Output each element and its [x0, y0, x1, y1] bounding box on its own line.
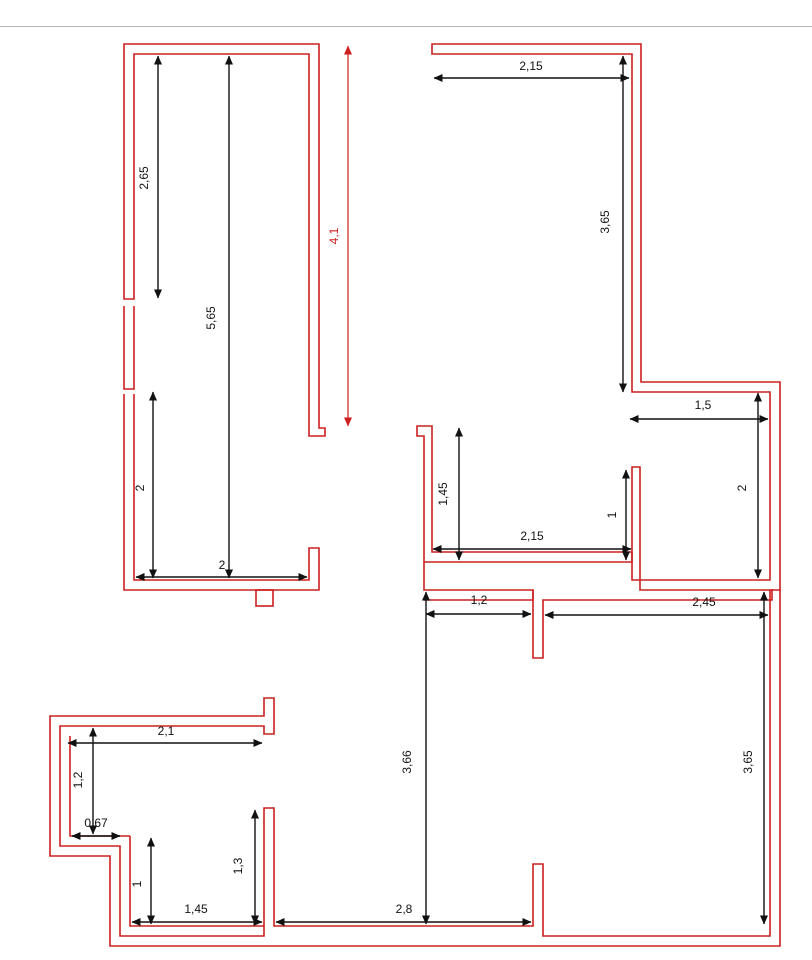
dim-label-1-45-bottom: 1,45 — [184, 902, 208, 916]
room-top-right-walls — [416, 43, 781, 591]
dim-label-5-65: 5,65 — [204, 306, 218, 330]
dim-label-1-45-mid: 1,45 — [436, 482, 450, 506]
dim-label-2-right: 2 — [735, 484, 749, 491]
dim-label-1-mid: 1 — [605, 511, 619, 518]
dim-label-1-5: 1,5 — [695, 398, 712, 412]
dim-label-2-left: 2 — [133, 484, 147, 491]
top-toolbar-strip — [0, 0, 812, 27]
dim-label-0-67: 0,67 — [84, 816, 108, 830]
dim-label-1-left: 1 — [130, 880, 144, 887]
dim-label-1-2: 1,2 — [471, 593, 488, 607]
dim-label-1-2-left: 1,2 — [71, 771, 85, 788]
dim-label-3-65-right: 3,65 — [741, 750, 755, 774]
dim-label-2-45: 2,45 — [692, 595, 716, 609]
dimension-labels: 2,65 5,65 4,1 2 2 2,15 3,65 1,5 2 1,45 2… — [71, 59, 755, 916]
room-bottom-walls — [49, 562, 781, 947]
dim-label-2-15-top: 2,15 — [519, 59, 543, 73]
dim-label-4-1: 4,1 — [327, 227, 341, 244]
dim-label-2-bottom: 2 — [219, 558, 226, 572]
dim-label-2-1: 2,1 — [158, 724, 175, 738]
dim-label-2-15-mid: 2,15 — [520, 529, 544, 543]
dim-label-1-3: 1,3 — [231, 857, 245, 874]
room-top-left-walls — [123, 43, 326, 607]
dim-label-2-65: 2,65 — [137, 166, 151, 190]
dimension-lines — [67, 45, 769, 926]
dim-label-3-66: 3,66 — [400, 750, 414, 774]
dim-label-2-8: 2,8 — [396, 902, 413, 916]
dim-label-3-65-top: 3,65 — [598, 210, 612, 234]
